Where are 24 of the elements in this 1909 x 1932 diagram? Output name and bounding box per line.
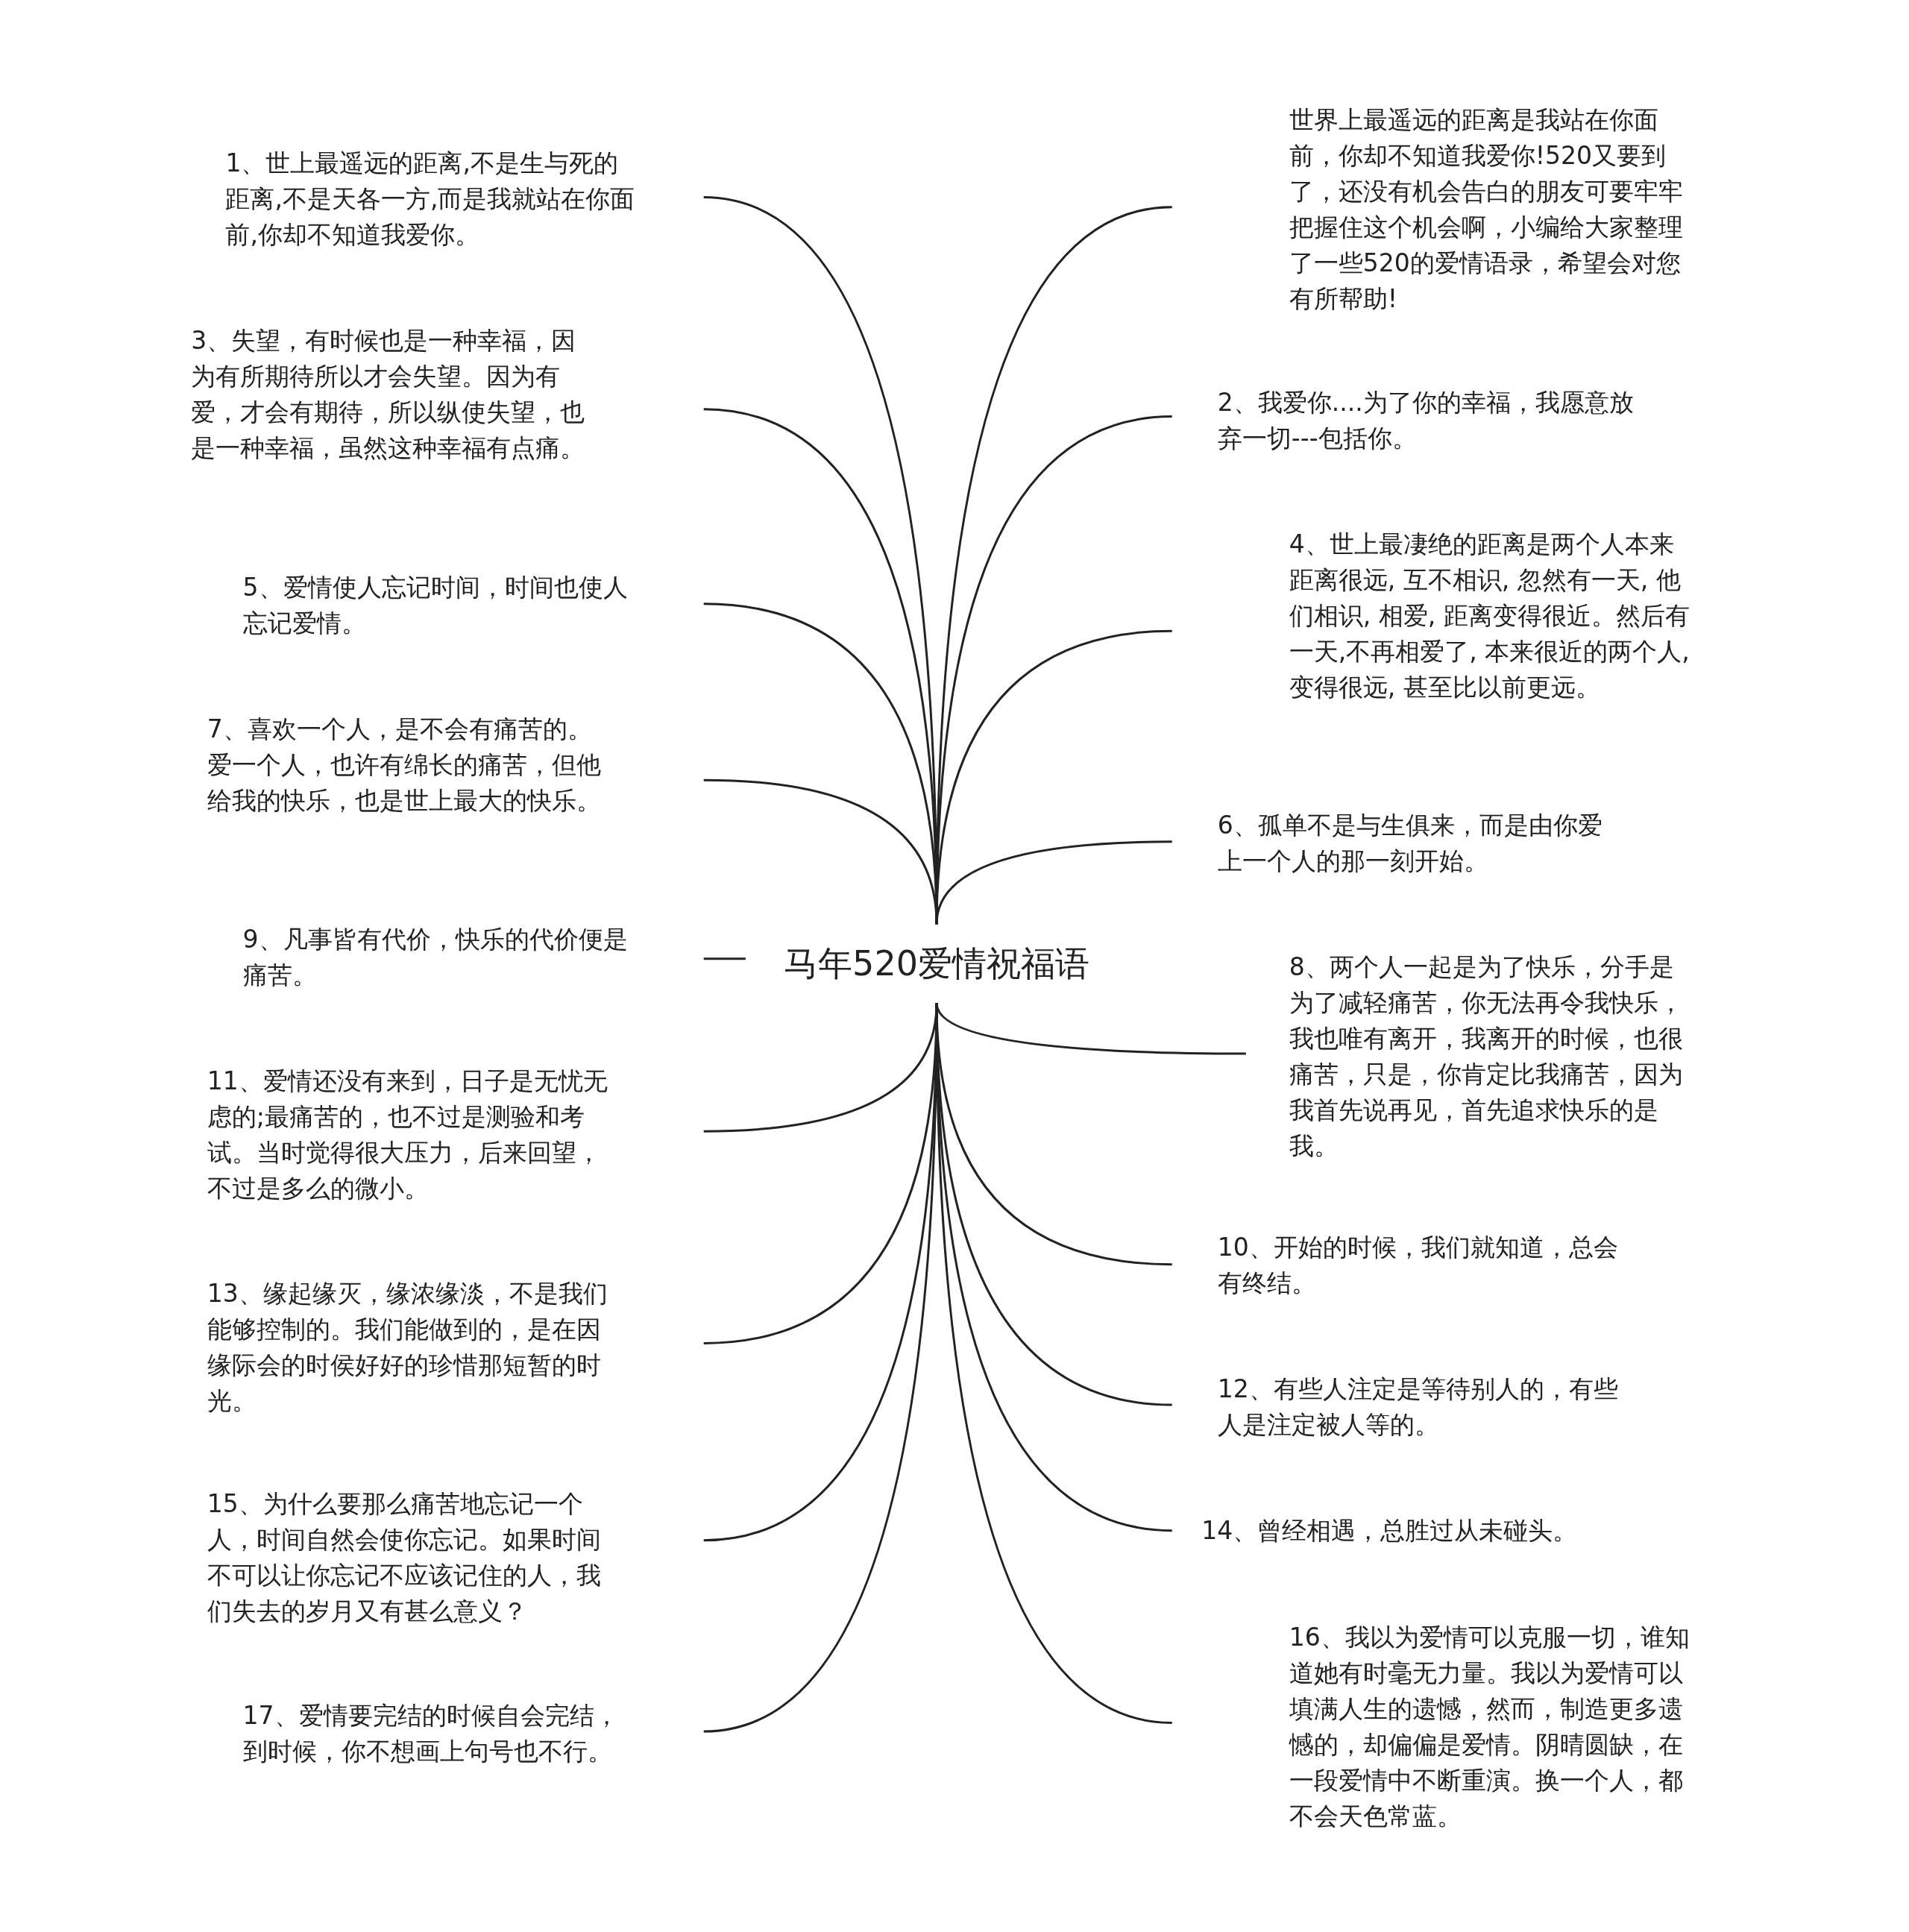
central-topic: 马年520爱情祝福语 [784,943,1089,986]
quote-text: 8、两个人一起是为了快乐，分手是为了减轻痛苦，你无法再令我快乐，我也唯有离开，我离开的时候，也很痛苦，只是，你肯定比我痛苦，因为我首先说再见，首先追求快乐的是我。 [1289,951,1684,1162]
quote-text: 13、缘起缘灭，缘浓缘淡，不是我们能够控制的。我们能做到的，是在因缘际会的时侯好好的珍惜那短暂的时光。 [207,1277,608,1417]
quote-text: 15、为什么要那么痛苦地忘记一个人，时间自然会使你忘记。如果时间不可以让你忘记不应该记住的人，我们失去的岁月又有甚么意义？ [207,1488,602,1628]
quote-text: 10、开始的时候，我们就知道，总会有终结。 [1217,1232,1619,1300]
quote-text: 6、孤单不是与生俱来，而是由你爱上一个人的那一刻开始。 [1217,809,1603,877]
quote-text: 2、我爱你....为了你的幸福，我愿意放弃一切---包括你。 [1217,386,1635,454]
quote-text: 12、有些人注定是等待别人的，有些人是注定被人等的。 [1217,1374,1619,1441]
branch-line [703,957,746,960]
quote-text: 11、爱情还没有来到，日子是无忧无虑的;最痛苦的，也不过是测验和考试。当时觉得很大压力，后来回望，不过是多么的微小。 [207,1066,608,1205]
quote-text: 7、喜欢一个人，是不会有痛苦的。爱一个人，也许有绵长的痛苦，但他给我的快乐，也是世上最大的快乐。 [207,713,602,816]
quote-text: 17、爱情要完结的时候自会完结，到时候，你不想画上句号也不行。 [242,1700,620,1768]
branch-line [703,778,938,925]
quote-text: 16、我以为爱情可以克服一切，谁知道她有时毫无力量。我以为爱情可以填满人生的遗憾，然而，制造更多遗憾的，却偏偏是爱情。阴晴圆缺，在一段爱情中不断重演。换一个人，都不会天色常蓝。 [1289,1621,1691,1832]
quote-text: 1、世上最遥远的距离,不是生与死的距离,不是天各一方,而是我就站在你面前,你却不知道我爱你。 [225,148,636,251]
quote-text: 4、世上最凄绝的距离是两个人本来距离很远, 互不相识, 忽然有一天, 他们相识, 相爱, 距离变得很近。然后有一天,不再相爱了, 本来很近的两个人, 变得很远, 甚至比以前更远。 [1289,528,1691,703]
branch-line [935,840,1172,925]
branch-line [703,1003,938,1133]
quote-text: 14、曾经相遇，总胜过从未碰头。 [1201,1515,1579,1547]
quote-text: 5、爱情使人忘记时间，时间也使人忘记爱情。 [242,571,629,639]
quote-text: 9、凡事皆有代价，快乐的代价便是痛苦。 [242,924,629,992]
quote-text: 3、失望，有时候也是一种幸福，因为有所期待所以才会失望。因为有爱，才会有期待，所以纵使失望，也是一种幸福，虽然这种幸福有点痛。 [191,325,586,464]
branch-line [703,1003,938,1344]
quote-text: 世界上最遥远的距离是我站在你面前，你却不知道我爱你!520又要到了，还没有机会告白的朋友可要牢牢把握住这个机会啊，小编给大家整理了一些520的爱情语录，希望会对您有所帮助! [1289,104,1684,315]
